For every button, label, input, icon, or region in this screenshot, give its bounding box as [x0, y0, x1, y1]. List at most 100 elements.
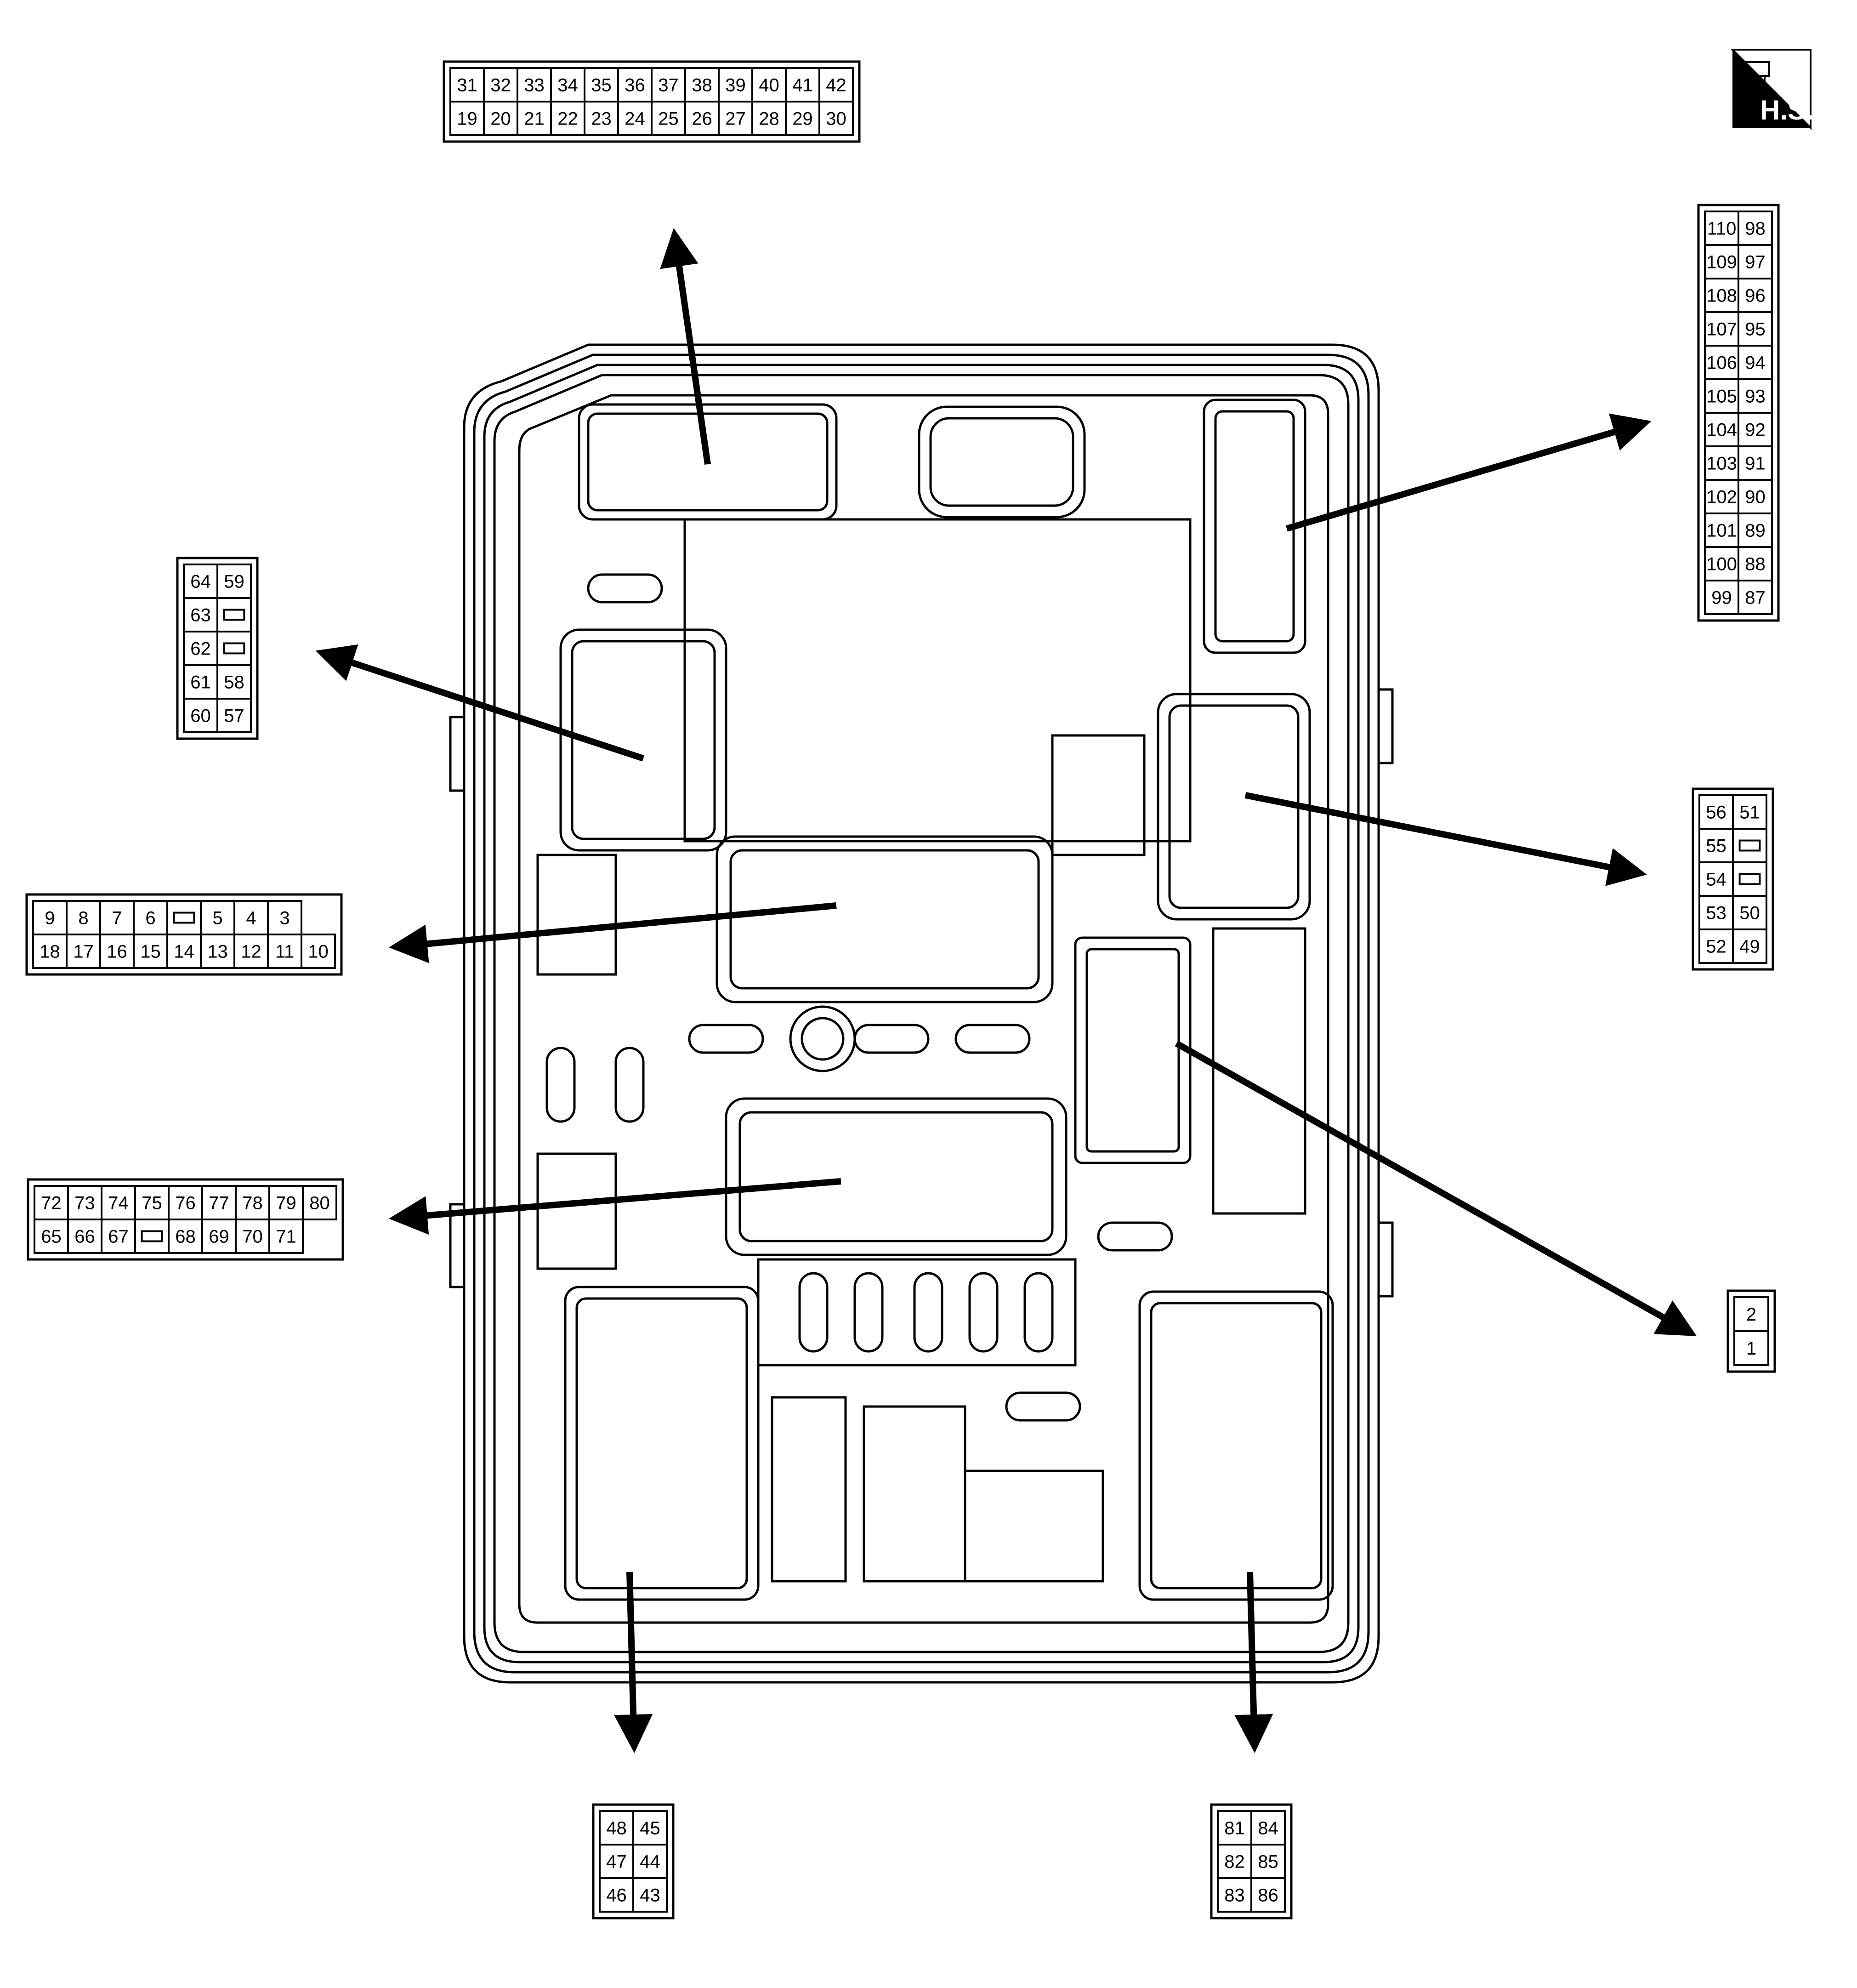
connector-housing [25, 893, 343, 976]
pin-number: 3 [279, 908, 290, 928]
harness-side-icon [1745, 61, 1770, 85]
pin-number: 40 [759, 75, 779, 96]
pin-number: 67 [108, 1227, 129, 1247]
pin-number: 62 [190, 639, 211, 659]
pin-number: 16 [107, 942, 127, 962]
blank-pin-marker [223, 642, 245, 655]
pin-number: 46 [606, 1885, 627, 1906]
pin-number: 74 [108, 1193, 129, 1213]
pin-number: 58 [224, 672, 244, 693]
pin-number: 15 [140, 942, 161, 962]
arrow-bottom-left [614, 1572, 653, 1753]
pin-number: 44 [640, 1852, 660, 1872]
connector-housing [1726, 1289, 1776, 1373]
arrow-right-middle [1244, 792, 1647, 886]
pin-number: 86 [1258, 1885, 1278, 1906]
pin-cell [216, 631, 252, 666]
blank-pin-marker [141, 1230, 163, 1242]
pin-number: 81 [1224, 1818, 1245, 1839]
pin-cell [632, 1877, 668, 1913]
pin-cell [1732, 928, 1767, 964]
pin-cell [302, 1185, 337, 1220]
pin-number: 13 [207, 942, 228, 962]
pin-number: 84 [1258, 1818, 1278, 1839]
arrow-right-upper [1286, 413, 1652, 532]
pin-number: 63 [190, 605, 211, 626]
pin-number: 25 [658, 109, 679, 129]
pin-number: 102 [1706, 487, 1737, 507]
pin-number: 39 [725, 75, 746, 96]
pin-number: 110 [1707, 219, 1737, 239]
pin-number: 79 [276, 1193, 296, 1213]
pin-number: 36 [625, 75, 645, 96]
pin-number: 50 [1739, 903, 1760, 923]
pin-number: 98 [1745, 219, 1766, 239]
pin-number: 61 [190, 672, 211, 693]
pin-number: 17 [73, 942, 94, 962]
arrow-top [660, 228, 711, 465]
pin-number: 109 [1706, 252, 1737, 273]
pin-number: 19 [457, 109, 477, 129]
pin-number: 83 [1224, 1885, 1245, 1906]
pin-cell [1250, 1877, 1286, 1913]
pin-number: 95 [1745, 319, 1766, 340]
connector-housing [27, 1178, 344, 1261]
pin-number: 70 [242, 1227, 263, 1247]
pin-number: 72 [41, 1193, 62, 1213]
pin-number: 91 [1745, 454, 1766, 474]
pin-number: 48 [606, 1818, 627, 1839]
pin-number: 32 [490, 75, 511, 96]
pin-number: 33 [524, 75, 545, 96]
blank-pin-marker [1738, 873, 1761, 885]
pin-number: 73 [74, 1193, 95, 1213]
pin-number: 87 [1745, 588, 1766, 608]
arrow-right-lower [1175, 1040, 1697, 1336]
pin-number: 93 [1745, 387, 1766, 407]
pin-number: 56 [1706, 803, 1726, 823]
pin-number: 45 [640, 1818, 660, 1839]
pin-number: 47 [606, 1852, 627, 1872]
pin-cell [166, 900, 202, 935]
pin-number: 34 [557, 75, 578, 96]
pin-number: 68 [175, 1227, 196, 1247]
pin-cell [1732, 828, 1767, 863]
pin-number: 38 [692, 75, 712, 96]
pin-number: 99 [1711, 588, 1732, 608]
pin-number: 5 [212, 908, 222, 928]
pin-number: 75 [142, 1193, 162, 1213]
pin-cell [216, 597, 252, 632]
pin-number: 78 [242, 1193, 263, 1213]
pin-number: 77 [209, 1193, 229, 1213]
fuse-block-body [449, 343, 1394, 1684]
pin-number: 105 [1706, 387, 1737, 407]
blank-pin-marker [1738, 839, 1761, 852]
pin-number: 27 [725, 109, 746, 129]
pin-number: 104 [1706, 420, 1737, 440]
connector-housing [176, 557, 259, 740]
harness-side-label: H.S. [1760, 95, 1814, 125]
pin-number: 85 [1258, 1852, 1278, 1872]
right-lower-connector: 21 [1726, 1289, 1776, 1373]
connector-housing [1697, 204, 1780, 622]
pin-number: 64 [190, 572, 211, 592]
pin-number: 103 [1706, 454, 1737, 474]
pin-number: 80 [309, 1193, 330, 1213]
blank-pin-marker [173, 911, 195, 924]
pin-cell [1732, 861, 1767, 897]
pin-number: 96 [1745, 286, 1766, 306]
pin-number: 97 [1745, 252, 1766, 273]
pin-number: 11 [275, 942, 295, 962]
arrow-left-upper [315, 644, 645, 762]
pin-cell [1738, 580, 1773, 615]
pin-number: 31 [457, 75, 477, 96]
pin-cell [216, 698, 252, 733]
arrow-left-middle [389, 902, 837, 963]
pin-number: 76 [175, 1193, 196, 1213]
pin-number: 29 [792, 109, 813, 129]
pin-number: 24 [625, 109, 645, 129]
arrow-left-lower [389, 1178, 841, 1235]
